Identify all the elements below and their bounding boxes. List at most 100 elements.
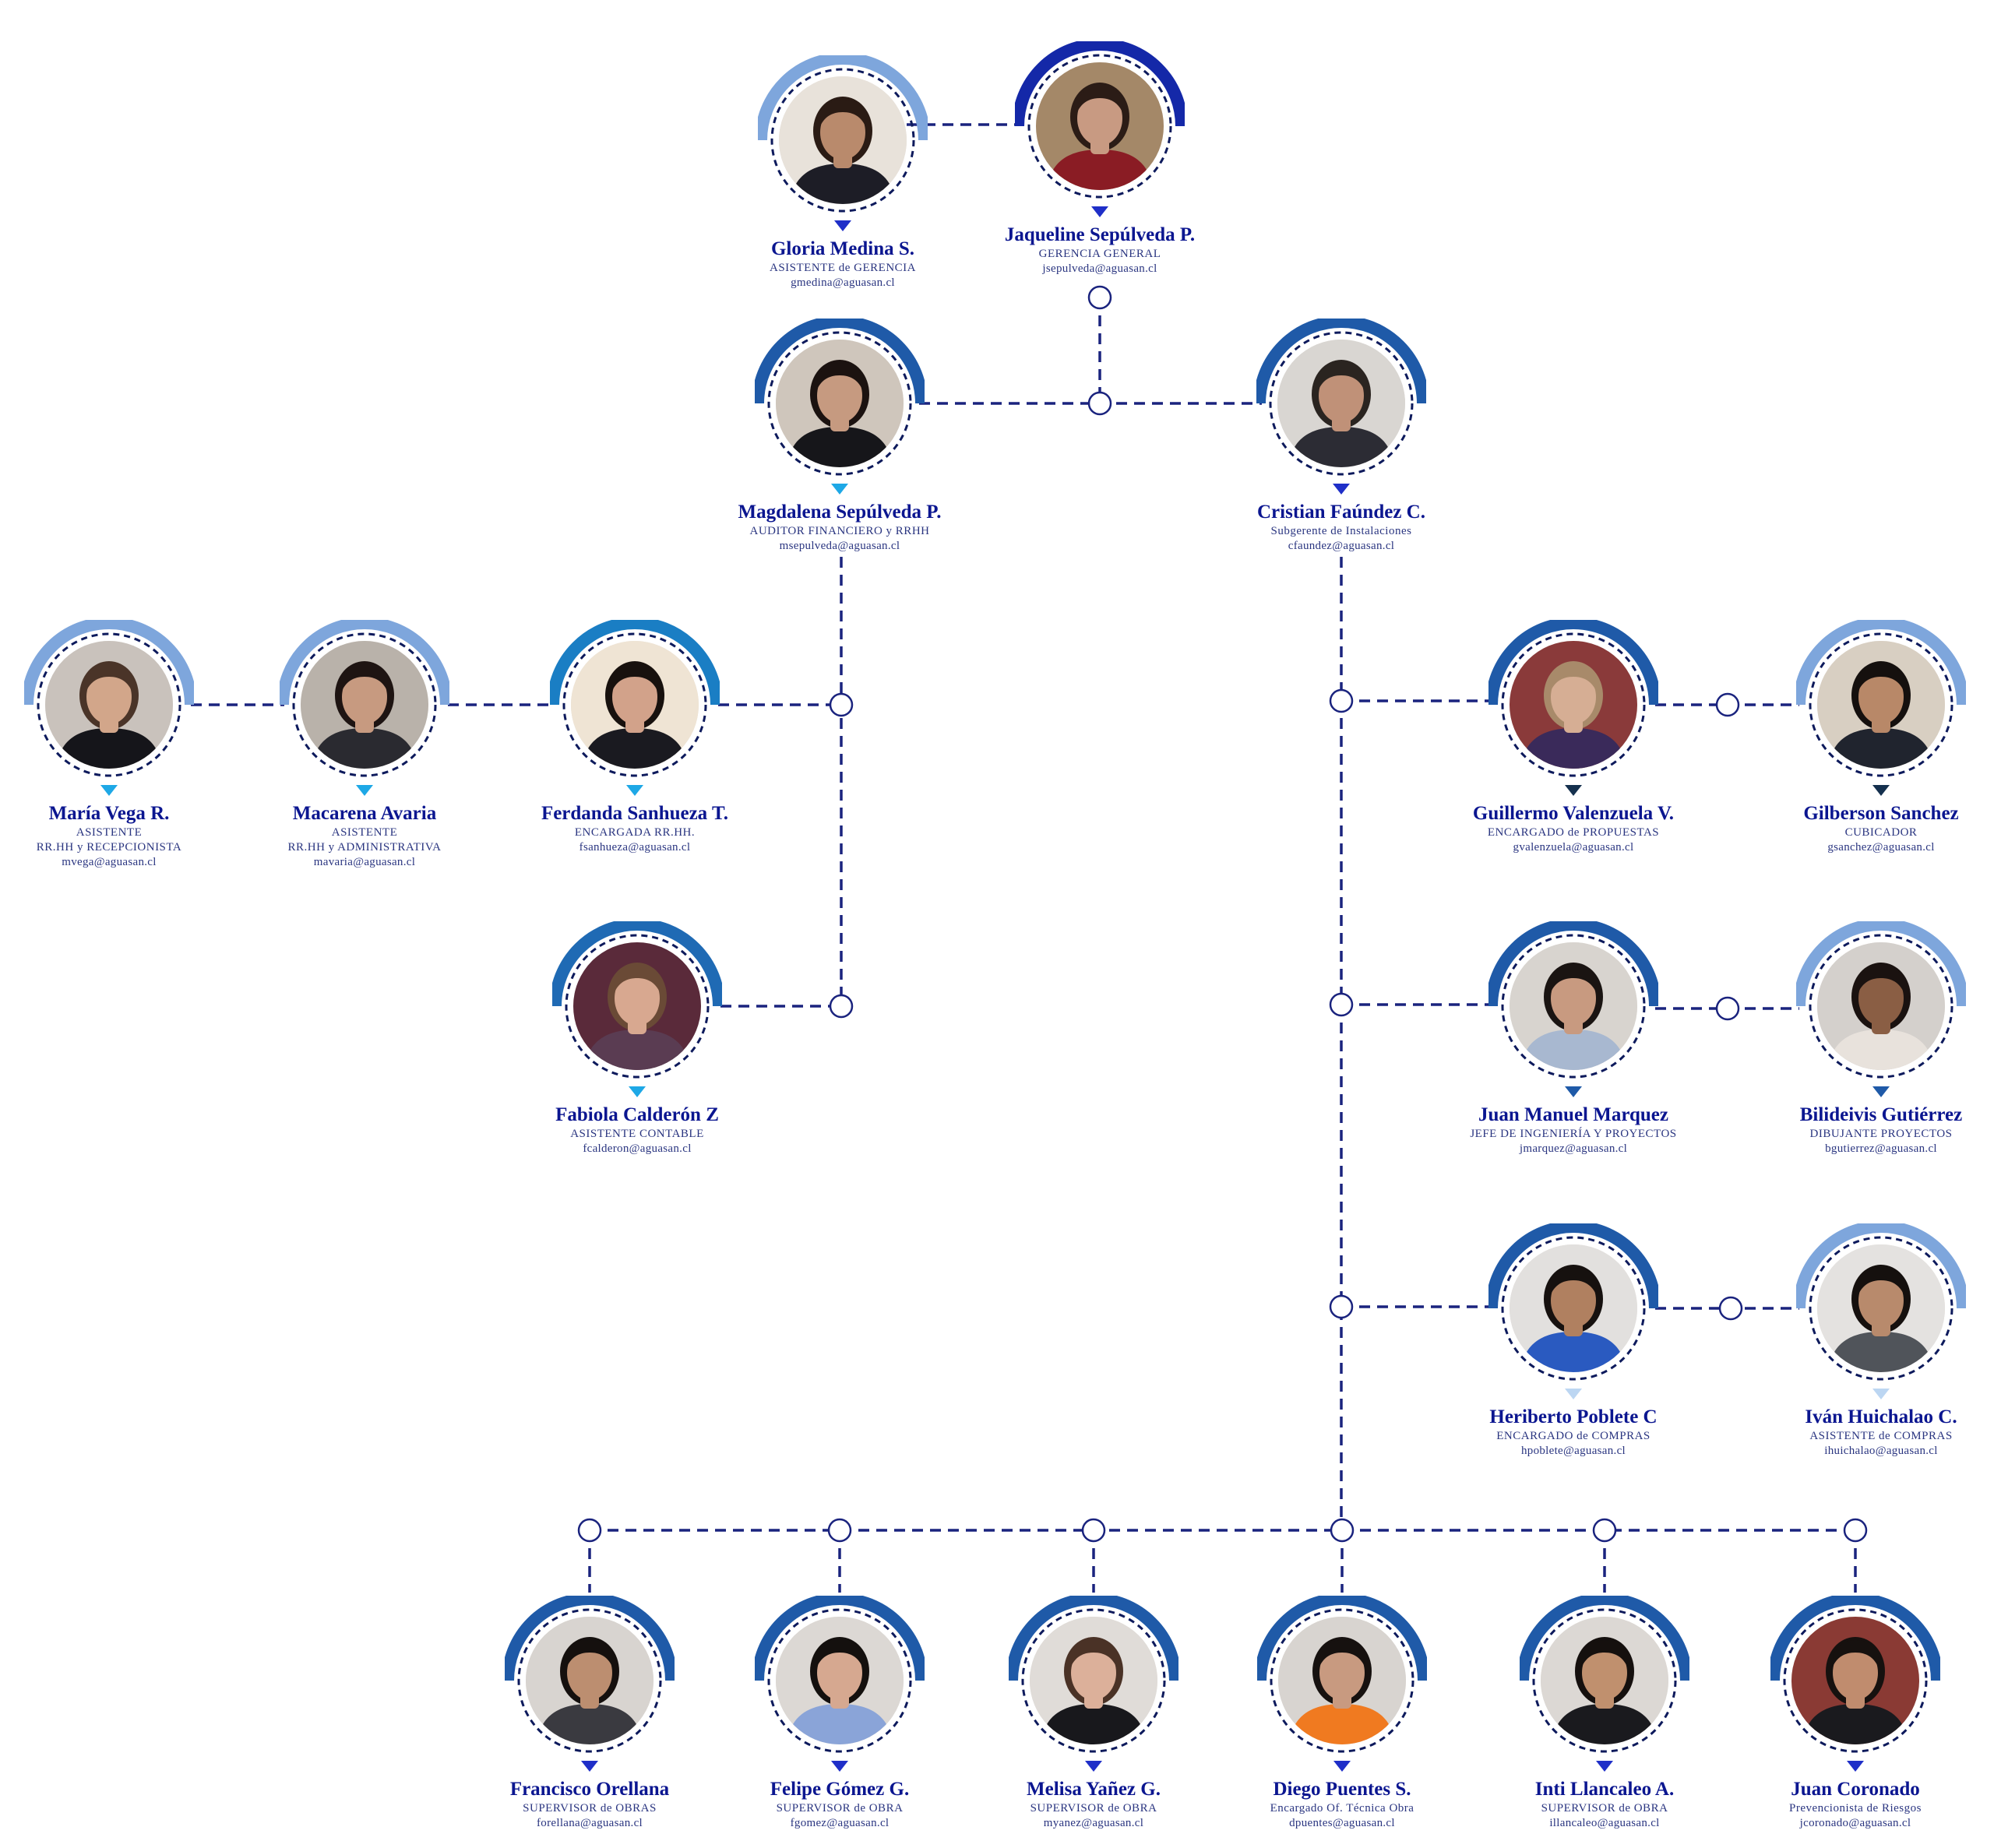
profile-photo [1791, 1617, 1919, 1744]
person-role-line: ASISTENTE de GERENCIA [770, 262, 916, 274]
avatar [1256, 319, 1426, 488]
junction-node [1330, 1518, 1355, 1543]
person-name: Gilberson Sanchez [1803, 803, 1959, 824]
person-role-line: ASISTENTE [76, 826, 143, 839]
chevron-down-icon [626, 785, 643, 796]
person-role-line: ASISTENTE [331, 826, 398, 839]
junction-node [1715, 692, 1740, 717]
person-name: Francisco Orellana [509, 1779, 670, 1800]
chevron-down-icon [1091, 206, 1108, 217]
person-role: ASISTENTE de GERENCIA [679, 261, 1006, 276]
profile-photo [779, 76, 907, 204]
person-role: ENCARGADO de PROPUESTAS [1410, 825, 1737, 840]
junction-node [829, 994, 854, 1019]
profile-photo [1036, 62, 1164, 190]
person-role: SUPERVISOR de OBRA [1441, 1801, 1768, 1816]
person-email: hpoblete@aguasan.cl [1520, 1445, 1626, 1457]
junction-node [827, 1518, 852, 1543]
person-card-felipe: Felipe Gómez G. SUPERVISOR de OBRA fgome… [676, 1596, 1003, 1830]
junction-node [1087, 285, 1112, 310]
chevron-down-icon [356, 785, 373, 796]
person-role: Prevencionista de Riesgos [1692, 1801, 1994, 1816]
person-role: JEFE DE INGENIERÍA Y PROYECTOS [1410, 1127, 1737, 1142]
person-email: forellana@aguasan.cl [537, 1817, 643, 1829]
person-name: Gloria Medina S. [770, 238, 915, 259]
person-role-line: Subgerente de Instalaciones [1270, 525, 1412, 537]
person-role-line: ASISTENTE de COMPRAS [1809, 1430, 1953, 1442]
junction-node [1329, 1294, 1354, 1319]
junction-node [1592, 1518, 1617, 1543]
avatar [1488, 1223, 1658, 1393]
avatar [552, 921, 722, 1091]
person-card-gilberson: Gilberson Sanchez CUBICADOR gsanchez@agu… [1717, 620, 1994, 854]
person-role-line: RR.HH y ADMINISTRATIVA [287, 841, 442, 854]
junction-node [1081, 1518, 1106, 1543]
avatar [1488, 921, 1658, 1091]
person-card-heriberto: Heriberto Poblete C ENCARGADO de COMPRAS… [1410, 1223, 1737, 1458]
chevron-down-icon [831, 484, 848, 495]
profile-photo [526, 1617, 654, 1744]
person-role: ASISTENTE de COMPRAS [1717, 1429, 1994, 1444]
junction-node [1087, 391, 1112, 416]
avatar [758, 55, 928, 225]
person-name: María Vega R. [48, 803, 170, 824]
person-name: Inti Llancaleo A. [1534, 1779, 1675, 1800]
person-role-line: Encargado Of. Técnica Obra [1270, 1802, 1414, 1815]
chevron-down-icon [831, 1761, 848, 1772]
chevron-down-icon [1085, 1761, 1102, 1772]
person-card-inti: Inti Llancaleo A. SUPERVISOR de OBRA ill… [1441, 1596, 1768, 1830]
person-name: Guillermo Valenzuela V. [1472, 803, 1675, 824]
person-name: Felipe Gómez G. [770, 1779, 910, 1800]
person-email: ihuichalao@aguasan.cl [1824, 1445, 1938, 1457]
person-name: Ferdanda Sanhueza T. [541, 803, 729, 824]
person-email: cfaundez@aguasan.cl [1288, 540, 1395, 552]
person-card-ivan: Iván Huichalao C. ASISTENTE de COMPRAS i… [1717, 1223, 1994, 1458]
person-role: SUPERVISOR de OBRA [930, 1801, 1257, 1816]
profile-photo [45, 641, 173, 769]
person-card-cristian: Cristian Faúndez C. Subgerente de Instal… [1178, 319, 1505, 553]
person-role: ENCARGADO de COMPRAS [1410, 1429, 1737, 1444]
person-card-diego: Diego Puentes S. Encargado Of. Técnica O… [1178, 1596, 1506, 1830]
person-email: dpuentes@aguasan.cl [1289, 1817, 1395, 1829]
person-email: myanez@aguasan.cl [1043, 1817, 1144, 1829]
person-name: Cristian Faúndez C. [1257, 502, 1425, 523]
person-card-melisa: Melisa Yañez G. SUPERVISOR de OBRA myane… [930, 1596, 1257, 1830]
avatar [1015, 41, 1185, 211]
person-email: bgutierrez@aguasan.cl [1825, 1142, 1937, 1155]
chevron-down-icon [1872, 1389, 1890, 1399]
person-email: jmarquez@aguasan.cl [1519, 1142, 1628, 1155]
person-role-line: JEFE DE INGENIERÍA Y PROYECTOS [1470, 1128, 1677, 1140]
person-email: fgomez@aguasan.cl [790, 1817, 890, 1829]
person-role-line: DIBUJANTE PROYECTOS [1809, 1128, 1953, 1140]
person-email: msepulveda@aguasan.cl [779, 540, 900, 552]
profile-photo [1030, 1617, 1157, 1744]
person-role: SUPERVISOR de OBRA [676, 1801, 1003, 1816]
person-role: Encargado Of. Técnica Obra [1178, 1801, 1506, 1816]
person-card-fabiola: Fabiola Calderón Z ASISTENTE CONTABLE fc… [474, 921, 801, 1156]
person-name: Iván Huichalao C. [1805, 1406, 1957, 1427]
chevron-down-icon [1565, 1389, 1582, 1399]
person-role-line: SUPERVISOR de OBRA [1030, 1802, 1157, 1815]
person-role: AUDITOR FINANCIERO y RRHH [676, 524, 1003, 539]
junction-node [1329, 688, 1354, 713]
person-role: CUBICADOR [1717, 825, 1994, 840]
junction-node [1329, 992, 1354, 1017]
avatar [1770, 1596, 1940, 1765]
profile-photo [1510, 1244, 1637, 1372]
junction-node [829, 692, 854, 717]
avatar [1009, 1596, 1178, 1765]
person-name: Heriberto Poblete C [1489, 1406, 1658, 1427]
person-role-line: ENCARGADO de COMPRAS [1496, 1430, 1651, 1442]
person-role: SUPERVISOR de OBRAS [426, 1801, 753, 1816]
chevron-down-icon [834, 220, 851, 231]
person-role-line: CUBICADOR [1844, 826, 1918, 839]
avatar [1796, 620, 1966, 790]
avatar [1520, 1596, 1689, 1765]
avatar [24, 620, 194, 790]
person-email: gvalenzuela@aguasan.cl [1513, 841, 1634, 854]
chevron-down-icon [100, 785, 118, 796]
person-name: Fabiola Calderón Z [555, 1104, 719, 1125]
